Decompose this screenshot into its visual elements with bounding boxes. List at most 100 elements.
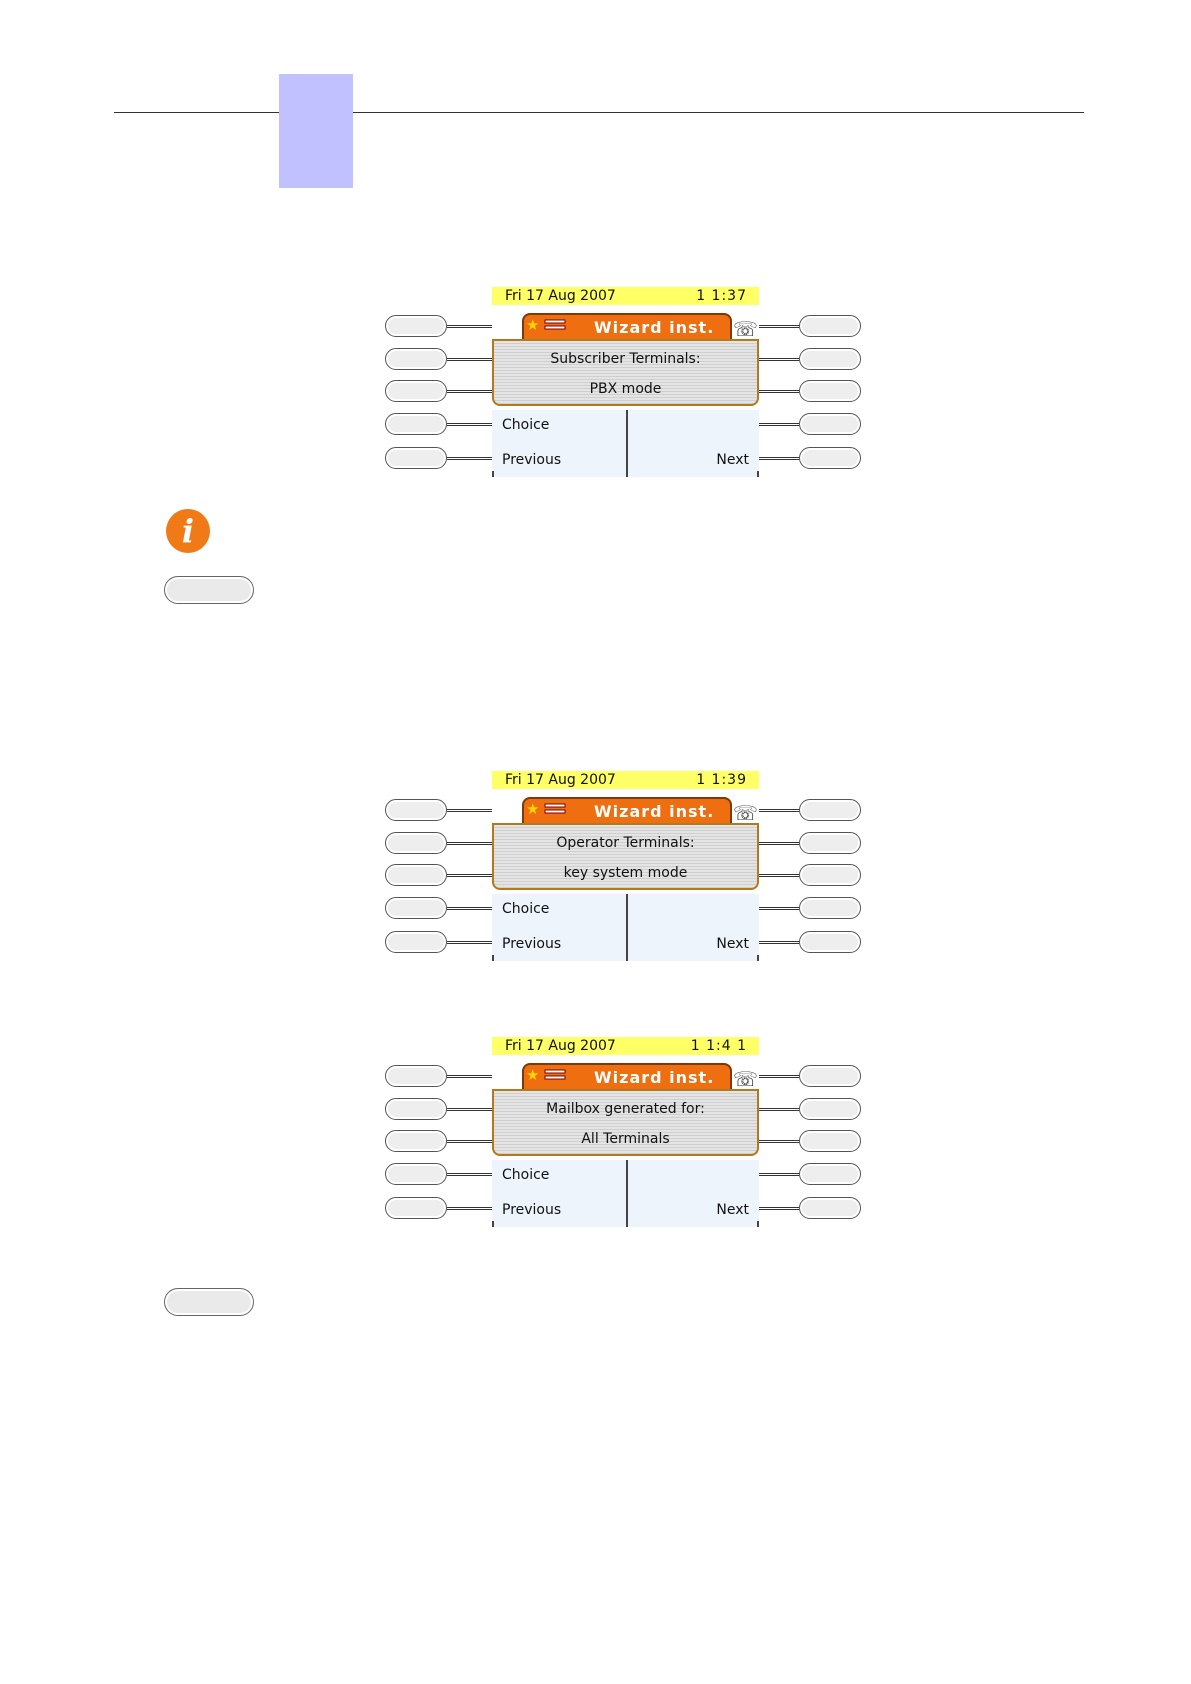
key-connector [447,1075,492,1078]
left-key-1[interactable] [385,315,447,337]
right-key-2[interactable] [799,348,861,370]
frame-corner [492,1221,494,1227]
right-key-4[interactable] [799,1163,861,1185]
left-key-5[interactable] [385,931,447,953]
star-icon: ★ [526,1066,539,1084]
right-key-5[interactable] [799,447,861,469]
title-tab: ★ Wizard inst. [522,313,732,339]
time-text: 1 1:4 1 [691,1037,747,1055]
screen-title: Wizard inst. [594,1068,714,1087]
key-connector [447,842,492,845]
date-text: Fri 17 Aug 2007 [505,771,616,789]
right-key-1[interactable] [799,799,861,821]
key-connector [759,809,799,812]
key-connector [759,325,799,328]
message-line-2: key system mode [494,865,757,881]
left-key-2[interactable] [385,348,447,370]
time-text: 1 1:37 [696,287,747,305]
right-key-5[interactable] [799,931,861,953]
date-bar: Fri 17 Aug 2007 1 1:39 [492,771,759,789]
left-key-3[interactable] [385,380,447,402]
key-button-1[interactable] [164,576,254,604]
title-tab: ★ Wizard inst. [522,1063,732,1089]
key-connector [759,390,799,393]
right-key-3[interactable] [799,1130,861,1152]
key-connector [759,1108,799,1111]
date-text: Fri 17 Aug 2007 [505,1037,616,1055]
key-connector [447,874,492,877]
handset-icon: ☏ [733,801,758,825]
key-connector [447,358,492,361]
tools-icon [544,1067,566,1081]
choice-softkey[interactable]: Choice [502,417,549,433]
message-box: Mailbox generated for: All Terminals [492,1089,759,1156]
left-key-5[interactable] [385,1197,447,1219]
right-key-3[interactable] [799,380,861,402]
left-key-1[interactable] [385,799,447,821]
handset-icon: ☏ [733,1067,758,1091]
key-connector [759,842,799,845]
choice-softkey[interactable]: Choice [502,901,549,917]
header-rule [114,112,1084,113]
key-connector [759,941,799,944]
key-connector [447,457,492,460]
next-softkey[interactable]: Next [716,452,749,468]
key-connector [759,358,799,361]
right-key-5[interactable] [799,1197,861,1219]
softkey-divider [626,1160,628,1227]
previous-softkey[interactable]: Previous [502,452,561,468]
left-key-2[interactable] [385,1098,447,1120]
frame-corner [492,955,494,961]
right-key-3[interactable] [799,864,861,886]
left-key-2[interactable] [385,832,447,854]
softkey-divider [626,894,628,961]
phone-screen-3: Fri 17 Aug 2007 1 1:4 1 ★ Wizard inst. ☏… [385,1037,865,1237]
key-connector [759,1173,799,1176]
key-connector [759,1075,799,1078]
key-connector [447,809,492,812]
key-connector [759,1207,799,1210]
previous-softkey[interactable]: Previous [502,1202,561,1218]
left-key-1[interactable] [385,1065,447,1087]
next-softkey[interactable]: Next [716,1202,749,1218]
right-key-2[interactable] [799,832,861,854]
right-key-4[interactable] [799,897,861,919]
message-line-2: PBX mode [494,381,757,397]
key-connector [447,390,492,393]
left-key-5[interactable] [385,447,447,469]
left-key-3[interactable] [385,1130,447,1152]
handset-icon: ☏ [733,317,758,341]
key-connector [447,325,492,328]
key-button-2[interactable] [164,1288,254,1316]
left-key-4[interactable] [385,413,447,435]
key-connector [759,874,799,877]
message-line-1: Operator Terminals: [494,835,757,851]
softkey-divider [626,410,628,477]
key-connector [447,1108,492,1111]
title-tab: ★ Wizard inst. [522,797,732,823]
right-key-1[interactable] [799,315,861,337]
phone-screen-2: Fri 17 Aug 2007 1 1:39 ★ Wizard inst. ☏ … [385,771,865,971]
chapter-tab [279,74,353,188]
softkey-area: Choice Previous Next [492,410,759,477]
message-line-1: Mailbox generated for: [494,1101,757,1117]
message-line-2: All Terminals [494,1131,757,1147]
frame-corner [492,471,494,477]
choice-softkey[interactable]: Choice [502,1167,549,1183]
key-connector [759,423,799,426]
left-key-4[interactable] [385,897,447,919]
previous-softkey[interactable]: Previous [502,936,561,952]
star-icon: ★ [526,316,539,334]
right-key-1[interactable] [799,1065,861,1087]
right-key-2[interactable] [799,1098,861,1120]
softkey-area: Choice Previous Next [492,894,759,961]
phone-screen-1: Fri 17 Aug 2007 1 1:37 ★ Wizard inst. ☏ … [385,287,865,487]
message-box: Subscriber Terminals: PBX mode [492,339,759,406]
key-connector [447,1140,492,1143]
next-softkey[interactable]: Next [716,936,749,952]
screen-title: Wizard inst. [594,318,714,337]
right-key-4[interactable] [799,413,861,435]
frame-corner [757,471,759,477]
left-key-4[interactable] [385,1163,447,1185]
left-key-3[interactable] [385,864,447,886]
